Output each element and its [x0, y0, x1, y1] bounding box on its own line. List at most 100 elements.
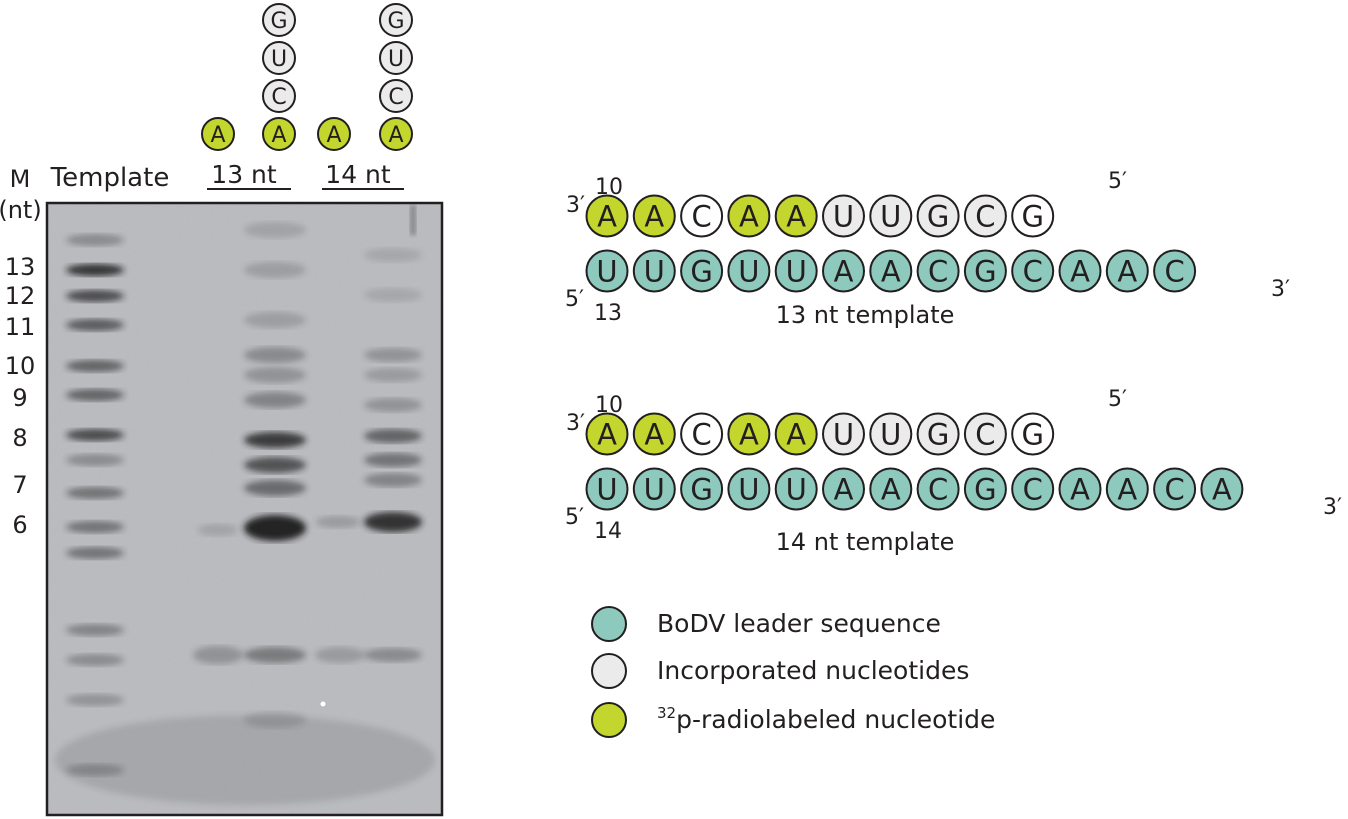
- nucleotide-shape: [822, 467, 865, 511]
- nucleotide-circle: A: [379, 117, 413, 151]
- nucleotide-letter: C: [691, 417, 711, 451]
- nucleotide-letter: G: [387, 9, 404, 34]
- nucleotide-letter: A: [597, 199, 617, 233]
- nucleotide-letter: C: [1164, 472, 1184, 506]
- nucleotide-shape: [632, 249, 676, 293]
- nucleotide-circle: A: [869, 467, 913, 511]
- gel-band: [244, 515, 306, 541]
- nucleotide-letter: A: [1070, 472, 1090, 506]
- nucleotide-circle: G: [680, 467, 724, 511]
- nucleotide-letter: A: [786, 417, 806, 451]
- gel-border: [45, 201, 444, 817]
- nucleotide-letter: G: [974, 254, 996, 288]
- nucleotide-letter: A: [1117, 472, 1137, 506]
- gel-band: [364, 512, 422, 532]
- nucleotide-circle: C: [1153, 249, 1197, 293]
- nucleotide-shape: [727, 249, 771, 293]
- nucleotide-circle: C: [680, 194, 724, 238]
- top-strand-5prime-label: 5′: [1108, 169, 1127, 194]
- gel-band: [66, 290, 124, 302]
- group-label-13nt: 13 nt: [211, 160, 277, 189]
- nucleotide-circle: A: [727, 412, 771, 456]
- nucleotide-shape: [379, 117, 413, 151]
- gel-band: [193, 646, 243, 664]
- nucleotide-letter: A: [271, 123, 286, 148]
- nucleotide-letter: A: [597, 417, 617, 451]
- nucleotide-shape: [1011, 194, 1055, 238]
- legend-radio-text: p-radiolabeled nucleotide: [676, 705, 995, 734]
- nucleotide-shape: [727, 467, 771, 511]
- nucleotide-circle: G: [262, 3, 296, 37]
- gel-band: [244, 432, 306, 448]
- nucleotide-circle: A: [585, 412, 629, 456]
- nucleotide-letter: U: [644, 472, 665, 506]
- nucleotide-shape: [1153, 249, 1197, 293]
- nucleotide-letter: G: [1021, 417, 1043, 451]
- nucleotide-letter: A: [1212, 472, 1232, 506]
- nucleotide-circle: A: [1058, 467, 1102, 511]
- marker-size-label: 8: [12, 424, 27, 452]
- gel-band: [66, 547, 124, 559]
- nucleotide-circle: A: [727, 194, 771, 238]
- nucleotide-letter: A: [326, 123, 341, 148]
- marker-unit: (nt): [0, 196, 42, 224]
- nucleotide-letter: A: [644, 199, 664, 233]
- nucleotide-letter: U: [596, 254, 617, 288]
- nucleotide-shape: [774, 249, 818, 293]
- nucleotide-shape: [963, 412, 1007, 456]
- gel-band: [66, 360, 124, 372]
- nucleotide-circle: C: [916, 467, 960, 511]
- nucleotide-shape: [632, 194, 676, 238]
- nucleotide-shape: [585, 467, 629, 511]
- marker-size-label: 13: [5, 253, 36, 281]
- nucleotide-shape: [963, 249, 1007, 293]
- nucleotide-circle: U: [822, 412, 865, 456]
- legend: BoDV leader sequence Incorporated nucleo…: [591, 606, 995, 738]
- nucleotide-shape: [585, 412, 629, 456]
- top-strand-position-label: 10: [595, 175, 623, 200]
- nucleotide-shape: [585, 249, 629, 293]
- nucleotide-circle: G: [963, 249, 1007, 293]
- nucleotide-shape: [774, 412, 818, 456]
- gel-band: [66, 487, 124, 499]
- gel-band: [244, 480, 306, 496]
- nucleotide-circle: C: [262, 79, 296, 113]
- gel-band: [315, 647, 365, 663]
- nucleotide-circle: C: [379, 79, 413, 113]
- nucleotide-letter: A: [739, 199, 759, 233]
- nucleotide-circle: G: [916, 412, 960, 456]
- gel-band: [66, 694, 124, 706]
- nucleotide-circle: C: [963, 412, 1007, 456]
- gel-band: [364, 368, 422, 382]
- legend-radio-superscript: 32: [657, 704, 676, 722]
- marker-size-label: 9: [12, 384, 27, 412]
- nucleotide-circle: U: [869, 194, 913, 238]
- nucleotide-letter: U: [738, 472, 759, 506]
- nucleotide-letter: G: [974, 472, 996, 506]
- nucleotide-circle: U: [822, 194, 865, 238]
- nucleotide-circle: A: [1200, 467, 1244, 511]
- nucleotide-shape: [869, 412, 913, 456]
- nucleotide-shape: [1011, 467, 1055, 511]
- nucleotide-letter: A: [388, 123, 403, 148]
- nucleotide-letter: C: [975, 417, 995, 451]
- nucleotide-circle: A: [262, 117, 296, 151]
- template-caption: 14 nt template: [776, 528, 955, 556]
- legend-radiolabeled-label: 32p-radiolabeled nucleotide: [657, 704, 995, 734]
- nucleotide-letter: A: [1070, 254, 1090, 288]
- nucleotide-letter: U: [880, 199, 901, 233]
- nucleotide-shape: [869, 194, 913, 238]
- gel-band: [364, 453, 422, 467]
- nucleotide-letter: A: [210, 123, 225, 148]
- nucleotide-letter: A: [834, 254, 854, 288]
- nucleotide-shape: [1105, 249, 1149, 293]
- nucleotide-circle: A: [1058, 249, 1102, 293]
- nucleotide-circle: U: [774, 467, 818, 511]
- nucleotide-letter: U: [388, 47, 404, 72]
- marker-header: M: [10, 165, 31, 193]
- nucleotide-shape: [774, 467, 818, 511]
- gel-band: [364, 648, 422, 662]
